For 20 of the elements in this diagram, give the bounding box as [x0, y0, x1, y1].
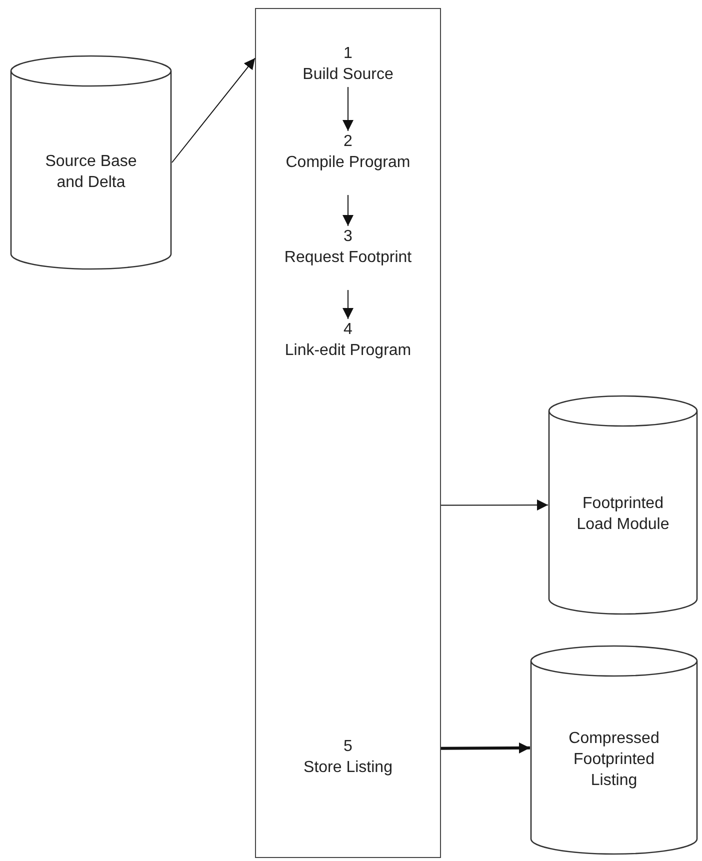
step-label: Link-edit Program: [284, 341, 412, 361]
process-box: [255, 8, 441, 858]
arrow: [172, 58, 256, 163]
storage-label: Source Base and Delta: [44, 152, 138, 192]
step-number: 1: [344, 44, 352, 64]
storage-label: Footprinted Load Module: [576, 494, 670, 535]
arrow: [342, 86, 354, 132]
step-label: Build Source: [302, 65, 394, 85]
step-number: 4: [344, 320, 352, 340]
arrow: [440, 500, 548, 511]
step-number: 3: [344, 227, 352, 247]
arrow: [342, 290, 354, 320]
storage-label: Compressed Footprinted Listing: [568, 728, 660, 790]
step-number: 5: [344, 737, 352, 757]
arrow: [441, 742, 530, 754]
arrow: [342, 194, 354, 226]
step-label: Request Footprint: [284, 248, 412, 268]
step-label: Store Listing: [304, 758, 392, 778]
step-number: 2: [344, 132, 352, 152]
step-label: Compile Program: [286, 153, 410, 173]
